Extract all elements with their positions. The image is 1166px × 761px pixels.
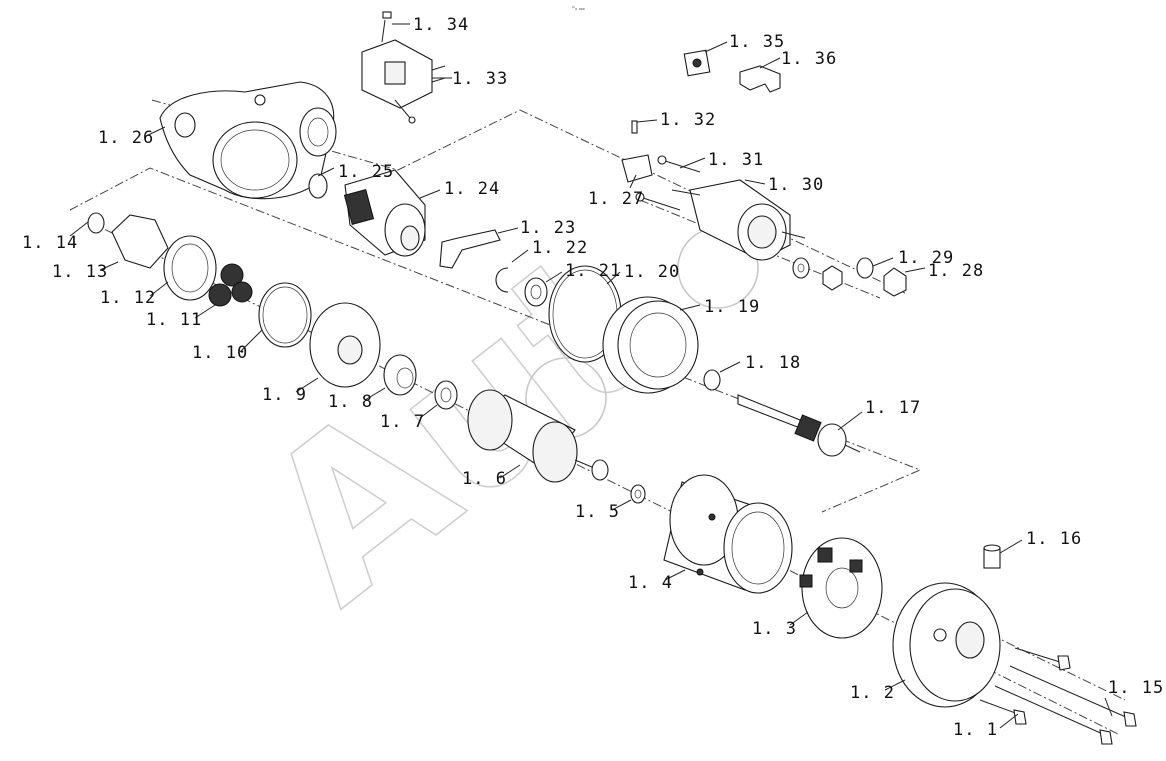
label-1-12: 1. 12: [100, 288, 156, 308]
part-solenoid: [671, 179, 806, 261]
label-1-15: 1. 15: [1108, 678, 1164, 698]
part-brush-holder: [799, 537, 883, 639]
label-1-6: 1. 6: [462, 469, 507, 489]
part-lever-block: [739, 65, 781, 93]
top-note: ᵐ₀ ₀₀₀: [572, 6, 585, 12]
part-washer-small: [630, 484, 646, 504]
label-1-16: 1. 16: [1026, 529, 1082, 549]
label-1-32: 1. 32: [660, 110, 716, 130]
label-1-7: 1. 7: [380, 412, 425, 432]
label-1-11: 1. 11: [146, 310, 202, 330]
part-washer-nut: [792, 257, 907, 297]
label-1-28: 1. 28: [928, 261, 984, 281]
part-drive-shaft: [703, 369, 861, 457]
label-1-27: 1. 27: [588, 189, 644, 209]
part-gear-carrier: [258, 282, 458, 410]
label-1-24: 1. 24: [444, 179, 500, 199]
label-1-20: 1. 20: [624, 262, 680, 282]
part-pinion-drive: [308, 169, 426, 257]
part-labels: 1. 34 1. 33 1. 35 1. 36 1. 32 1. 26 1. 3…: [22, 15, 1164, 740]
part-end-cover: [892, 582, 1001, 708]
part-drive-housing: [159, 81, 337, 200]
label-1-1: 1. 1: [953, 720, 998, 740]
label-1-14: 1. 14: [22, 233, 78, 253]
part-intermediate-housing: [602, 296, 699, 394]
label-1-19: 1. 19: [704, 297, 760, 317]
label-1-10: 1. 10: [192, 343, 248, 363]
label-1-34: 1. 34: [413, 15, 469, 35]
label-1-17: 1. 17: [865, 398, 921, 418]
part-plug: [983, 544, 1001, 569]
label-1-31: 1. 31: [708, 150, 764, 170]
part-armature: [467, 389, 609, 483]
label-1-8: 1. 8: [328, 392, 373, 412]
part-terminal-cap: [361, 11, 446, 124]
label-1-33: 1. 33: [452, 69, 508, 89]
label-1-36: 1. 36: [781, 49, 837, 69]
label-1-35: 1. 35: [729, 32, 785, 52]
label-1-21: 1. 21: [565, 261, 621, 281]
label-1-25: 1. 25: [338, 162, 394, 182]
leader-lines: [69, 23, 1113, 729]
label-1-26: 1. 26: [98, 128, 154, 148]
label-1-5: 1. 5: [575, 502, 620, 522]
label-1-22: 1. 22: [532, 238, 588, 258]
label-1-29: 1. 29: [898, 248, 954, 268]
label-1-23: 1. 23: [520, 218, 576, 238]
part-pin-fork: [621, 120, 701, 211]
label-1-18: 1. 18: [745, 353, 801, 373]
label-1-4: 1. 4: [628, 573, 673, 593]
part-field-frame: [663, 474, 793, 594]
part-planetary-gear-set: [87, 212, 253, 307]
part-small-plate: [683, 49, 711, 77]
label-1-2: 1. 2: [850, 683, 895, 703]
label-1-30: 1. 30: [768, 175, 824, 195]
label-1-3: 1. 3: [752, 619, 797, 639]
part-through-bolts: [979, 647, 1137, 745]
label-1-13: 1. 13: [52, 262, 108, 282]
label-1-9: 1. 9: [262, 385, 307, 405]
